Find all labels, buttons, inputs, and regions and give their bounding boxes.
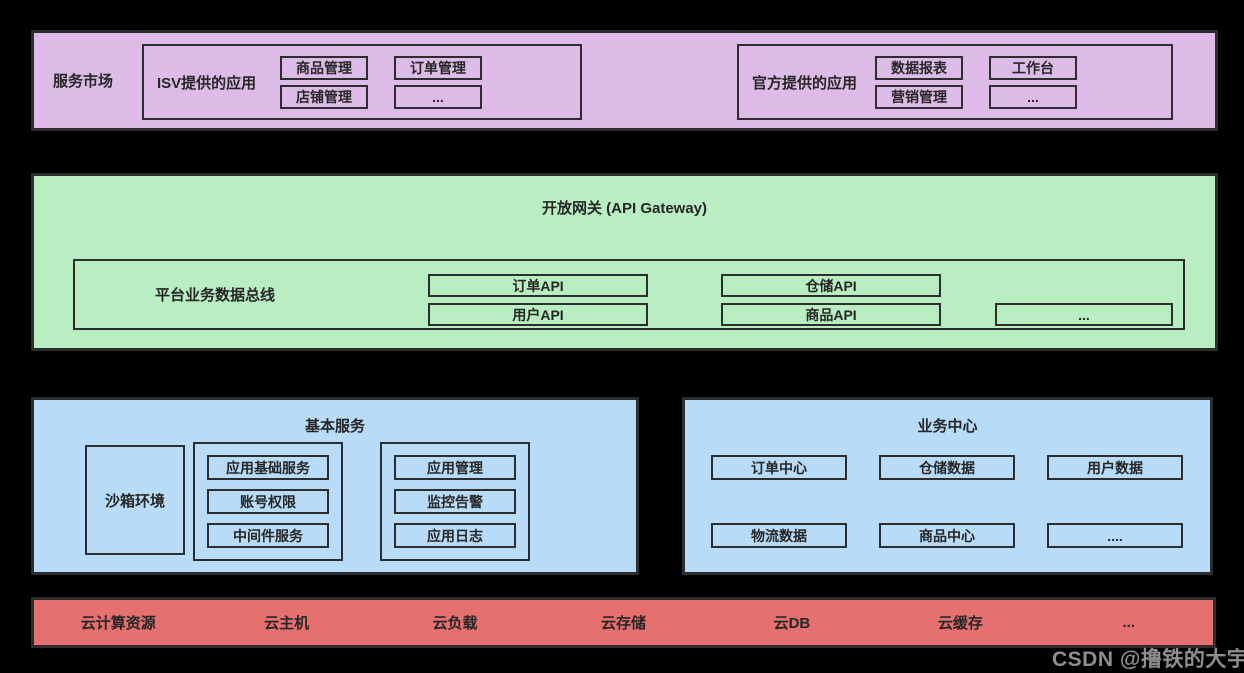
basic-service-item: 应用基础服务: [207, 455, 329, 480]
basic-services-group-2: 应用管理 监控告警 应用日志: [380, 442, 530, 561]
isv-app-item: 店铺管理: [280, 84, 368, 109]
basic-services-title: 基本服务: [304, 418, 365, 435]
basic-service-item: 监控告警: [394, 489, 516, 514]
api-item-more: ...: [995, 303, 1173, 326]
official-apps-group: 官方提供的应用 数据报表 工作台 营销管理 ...: [737, 44, 1173, 120]
isv-apps-group: ISV提供的应用 商品管理 订单管理 店铺管理 ...: [142, 44, 582, 120]
isv-app-item: 商品管理: [280, 55, 368, 80]
official-apps-grid: 数据报表 工作台 营销管理 ...: [875, 55, 1077, 109]
isv-apps-grid: 商品管理 订单管理 店铺管理 ...: [280, 55, 482, 109]
cloud-resource-item: 云存储: [600, 615, 646, 632]
business-item: 用户数据: [1047, 455, 1183, 480]
isv-app-item-more: ...: [394, 84, 482, 109]
basic-services-layer: 基本服务 沙箱环境 应用基础服务 账号权限 中间件服务 应用管理 监控告警 应用…: [31, 397, 639, 575]
official-apps-label: 官方提供的应用: [752, 74, 858, 92]
cloud-resource-item-more: ...: [1122, 614, 1135, 631]
cloud-resource-item: 云计算资源: [80, 615, 156, 632]
business-center-layer: 业务中心 订单中心 仓储数据 用户数据 物流数据 商品中心 ....: [682, 397, 1213, 575]
business-item: 商品中心: [879, 523, 1015, 548]
api-item: 用户API: [428, 303, 648, 326]
isv-app-item: 订单管理: [394, 55, 482, 80]
basic-services-group-1: 应用基础服务 账号权限 中间件服务: [193, 442, 343, 561]
official-app-item: 数据报表: [875, 55, 963, 80]
service-market-layer: 服务市场 ISV提供的应用 商品管理 订单管理 店铺管理 ... 官方提供的应用…: [31, 30, 1218, 131]
data-bus-box: 平台业务数据总线 订单API 用户API 仓储API 商品API ...: [73, 259, 1185, 330]
basic-service-item: 应用管理: [394, 455, 516, 480]
api-column-1: 订单API 用户API: [428, 274, 648, 326]
isv-apps-label: ISV提供的应用: [157, 74, 257, 92]
api-item: 订单API: [428, 274, 648, 297]
api-gateway-title: 开放网关 (API Gateway): [541, 200, 708, 217]
business-item: 物流数据: [711, 523, 847, 548]
api-item: 仓储API: [721, 274, 941, 297]
data-bus-label: 平台业务数据总线: [155, 287, 276, 304]
csdn-watermark: CSDN @撸铁的大宇: [1052, 648, 1244, 671]
cloud-resource-item: 云缓存: [937, 615, 983, 632]
official-app-item: 工作台: [989, 55, 1077, 80]
api-gateway-layer: 开放网关 (API Gateway) 平台业务数据总线 订单API 用户API …: [31, 173, 1218, 351]
cloud-resource-item: 云主机: [264, 615, 310, 632]
business-item-more: ....: [1047, 523, 1183, 548]
api-item: 商品API: [721, 303, 941, 326]
cloud-resource-item: 云DB: [773, 615, 811, 632]
business-center-title: 业务中心: [917, 418, 978, 435]
business-center-row-2: 物流数据 商品中心 ....: [711, 523, 1183, 548]
official-app-item-more: ...: [989, 84, 1077, 109]
business-item: 仓储数据: [879, 455, 1015, 480]
business-center-row-1: 订单中心 仓储数据 用户数据: [711, 455, 1183, 480]
business-item: 订单中心: [711, 455, 847, 480]
service-market-label: 服务市场: [53, 73, 114, 90]
official-app-item: 营销管理: [875, 84, 963, 109]
cloud-resources-layer: 云计算资源 云主机 云负载 云存储 云DB 云缓存 ...: [31, 597, 1216, 648]
api-column-2: 仓储API 商品API: [721, 274, 941, 326]
basic-service-item: 中间件服务: [207, 523, 329, 548]
basic-service-item: 应用日志: [394, 523, 516, 548]
cloud-resource-item: 云负载: [432, 615, 478, 632]
sandbox-box: 沙箱环境: [85, 445, 185, 555]
basic-service-item: 账号权限: [207, 489, 329, 514]
